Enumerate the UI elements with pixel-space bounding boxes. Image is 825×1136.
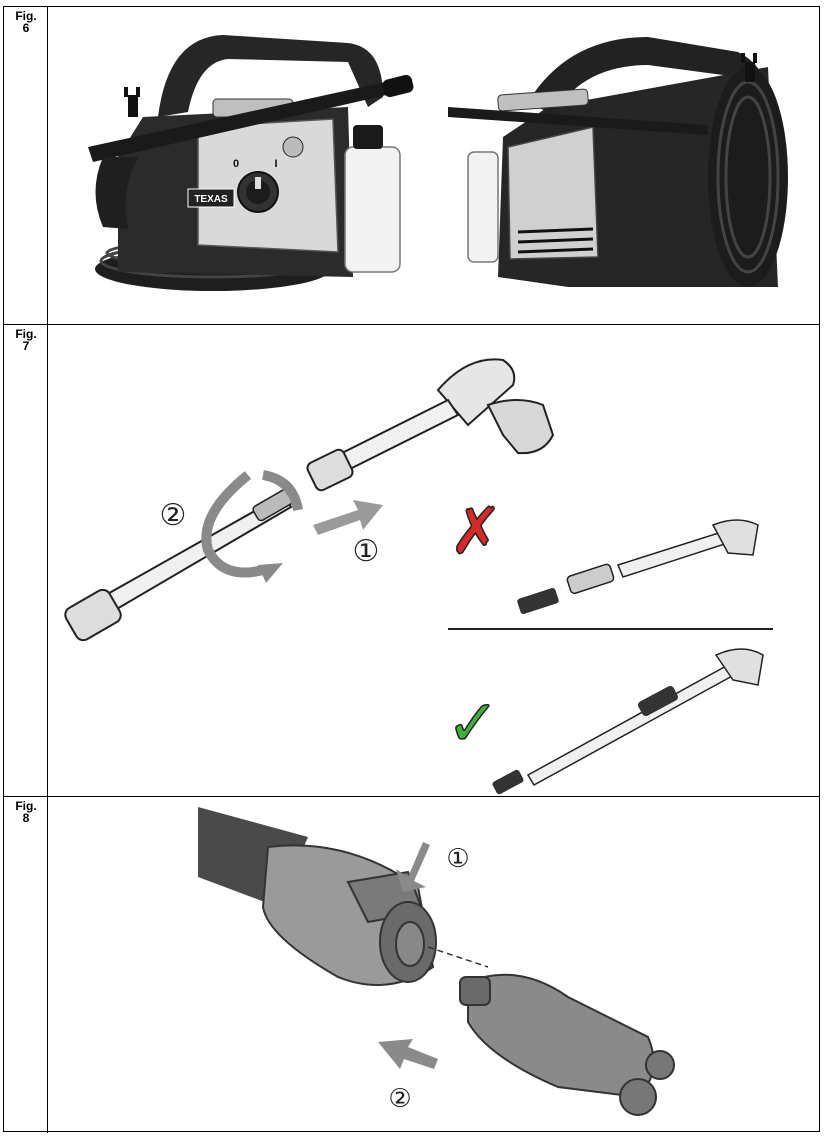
step-connect-label: ①: [353, 534, 380, 569]
switch-off-label: 0: [233, 158, 239, 170]
pressure-washer-front-view: TEXAS 0 I: [88, 35, 414, 291]
press-arrow-icon: [396, 842, 430, 892]
figure-row-6: Fig. 6: [4, 7, 819, 325]
figure-label-cell: Fig. 8: [4, 797, 48, 1133]
figure-label: Fig. 7: [15, 327, 37, 353]
push-arrow-icon: [313, 500, 383, 535]
spray-lance: [64, 488, 294, 642]
pressure-washer-rear-view: [448, 37, 788, 287]
wrong-mark-icon: ✗: [449, 495, 503, 569]
figure-row-8: Fig. 8 ①: [4, 797, 819, 1133]
figure-row-7: Fig. 7: [4, 325, 819, 797]
insert-arrow-icon: [378, 1039, 438, 1069]
figure-illustration: TEXAS 0 I: [48, 7, 819, 324]
nozzle-fitting-diagram: ① ②: [198, 807, 675, 1116]
figure-sheet: Fig. 6: [3, 6, 820, 1133]
step-insert-label: ②: [388, 1084, 411, 1114]
figure-illustration: ② ① ✗ ✓: [48, 325, 819, 796]
spray-gun: [306, 358, 555, 492]
figure-label-cell: Fig. 7: [4, 325, 48, 796]
brand-logo-text: TEXAS: [194, 194, 228, 205]
twist-arrow-icon: [201, 470, 303, 583]
figure-label: Fig. 6: [15, 9, 37, 35]
switch-on-label: I: [274, 158, 277, 170]
right-mark-icon: ✓: [446, 687, 500, 761]
pressure-washer-views: TEXAS 0 I: [88, 35, 788, 291]
correct-assembly-example: [492, 648, 764, 795]
step-twist-label: ②: [160, 498, 187, 533]
lance-assembly-diagram: ② ① ✗ ✓: [64, 358, 773, 795]
alignment-line: [427, 946, 489, 968]
figure-illustration: ① ②: [48, 797, 819, 1133]
figure-label-cell: Fig. 6: [4, 7, 48, 324]
figure-label: Fig. 8: [15, 799, 37, 825]
incorrect-assembly-example: [517, 519, 759, 615]
step-press-label: ①: [446, 844, 469, 874]
